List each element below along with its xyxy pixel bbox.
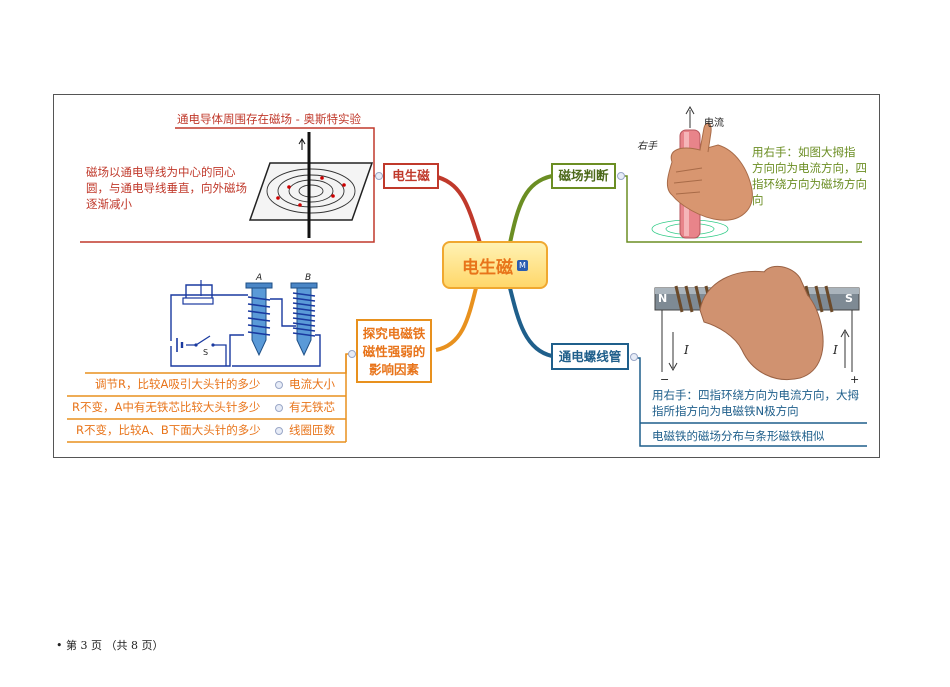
luoxianguan-note-line-2: 指所指方向为电磁铁N极方向 — [652, 404, 799, 418]
tansuo-item-3-text: R不变，比较A、B下面大头针的多少 — [76, 423, 261, 437]
tansuo-item-2-toggle[interactable] — [275, 404, 283, 412]
central-topic-label: 电生磁 — [462, 257, 513, 278]
tansuo-item-3-toggle[interactable] — [275, 427, 283, 435]
branch-line-luoxianguan — [508, 287, 553, 358]
topic-cichangpanduan[interactable]: 磁场判断 — [551, 163, 616, 189]
central-topic[interactable]: 电生磁 M — [442, 241, 548, 289]
topic-tansuo-label-2: 磁性强弱的 — [362, 344, 426, 359]
solenoid-hand-image — [654, 265, 860, 380]
dianshengci-note-line-2: 圆，与通电导线垂直，向外磁场 — [86, 181, 247, 195]
tansuo-item-3-factor: 线圈匝数 — [289, 423, 335, 437]
terminal-minus-label: − — [660, 373, 670, 386]
topic-dianshengci[interactable]: 电生磁 — [383, 163, 439, 189]
topic-dianshengci-label: 电生磁 — [392, 168, 430, 183]
current-label: 电流 — [704, 118, 724, 129]
topic-luoxianguan-label: 通电螺线管 — [558, 349, 622, 364]
topic-tansuo-label-1: 探究电磁铁 — [362, 326, 426, 341]
branch-line-cichangpanduan — [508, 174, 553, 244]
current-i-left-label: I — [684, 343, 689, 357]
dianshengci-note-line-3: 逐渐减小 — [86, 197, 132, 211]
cichangpanduan-note-line-4: 向 — [752, 193, 764, 207]
nail-a-label: A — [256, 273, 263, 283]
electromagnet-experiment-image — [170, 280, 321, 367]
tansuo-item-1-text: 调节R，比较A吸引大头针的多少 — [95, 377, 261, 391]
collapse-toggle-cichangpanduan[interactable] — [617, 172, 625, 180]
luoxianguan-note-line-1: 用右手：四指环绕方向为电流方向，大拇 — [652, 388, 859, 402]
topic-tansuo-label-3: 影响因素 — [368, 362, 419, 377]
cichangpanduan-note-line-2: 方向向为电流方向，四 — [752, 161, 867, 175]
sub-line-dianshengci-top — [175, 127, 375, 176]
sub-line-tansuo-top — [85, 353, 352, 374]
solenoid-s-label: S — [845, 292, 853, 305]
luoxianguan-note2: 电磁铁的磁场分布与条形磁铁相似 — [652, 429, 825, 443]
oersted-experiment-image — [248, 132, 374, 238]
terminal-plus-label: + — [850, 373, 860, 386]
branch-line-tansuo — [435, 287, 478, 352]
solenoid-n-label: N — [658, 292, 668, 305]
branch-line-dianshengci — [432, 174, 482, 244]
tansuo-item-2-factor: 有无铁芯 — [289, 400, 335, 414]
cichangpanduan-note-line-1: 用右手：如图大拇指 — [752, 145, 856, 159]
right-hand-wire-image — [651, 105, 753, 239]
cichangpanduan-note-line-3: 指环绕方向为磁场方向 — [752, 177, 867, 191]
nail-b-label: B — [305, 273, 312, 283]
page-footer: • 第 3 页 （共 8 页） — [56, 639, 164, 652]
switch-s-label: S — [203, 348, 209, 357]
oersted-header: 通电导体周围存在磁场 - 奥斯特实验 — [177, 112, 361, 126]
tansuo-item-2-text: R不变，A中有无铁芯比较大头针多少 — [72, 400, 261, 414]
topic-cichangpanduan-label: 磁场判断 — [558, 168, 609, 183]
topic-luoxianguan[interactable]: 通电螺线管 — [551, 343, 629, 370]
collapse-toggle-dianshengci[interactable] — [375, 172, 383, 180]
right-hand-label: 右手 — [637, 141, 657, 152]
current-i-right-label: I — [833, 343, 838, 357]
collapse-toggle-luoxianguan[interactable] — [630, 353, 638, 361]
mindmap-badge-icon: M — [517, 259, 528, 271]
dianshengci-note-line-1: 磁场以通电导线为中心的同心 — [86, 165, 236, 179]
collapse-toggle-tansuo[interactable] — [348, 350, 356, 358]
tansuo-item-1-factor: 电流大小 — [289, 377, 335, 391]
topic-tansuo[interactable]: 探究电磁铁 磁性强弱的 影响因素 — [356, 319, 432, 383]
tansuo-item-1-toggle[interactable] — [275, 381, 283, 389]
